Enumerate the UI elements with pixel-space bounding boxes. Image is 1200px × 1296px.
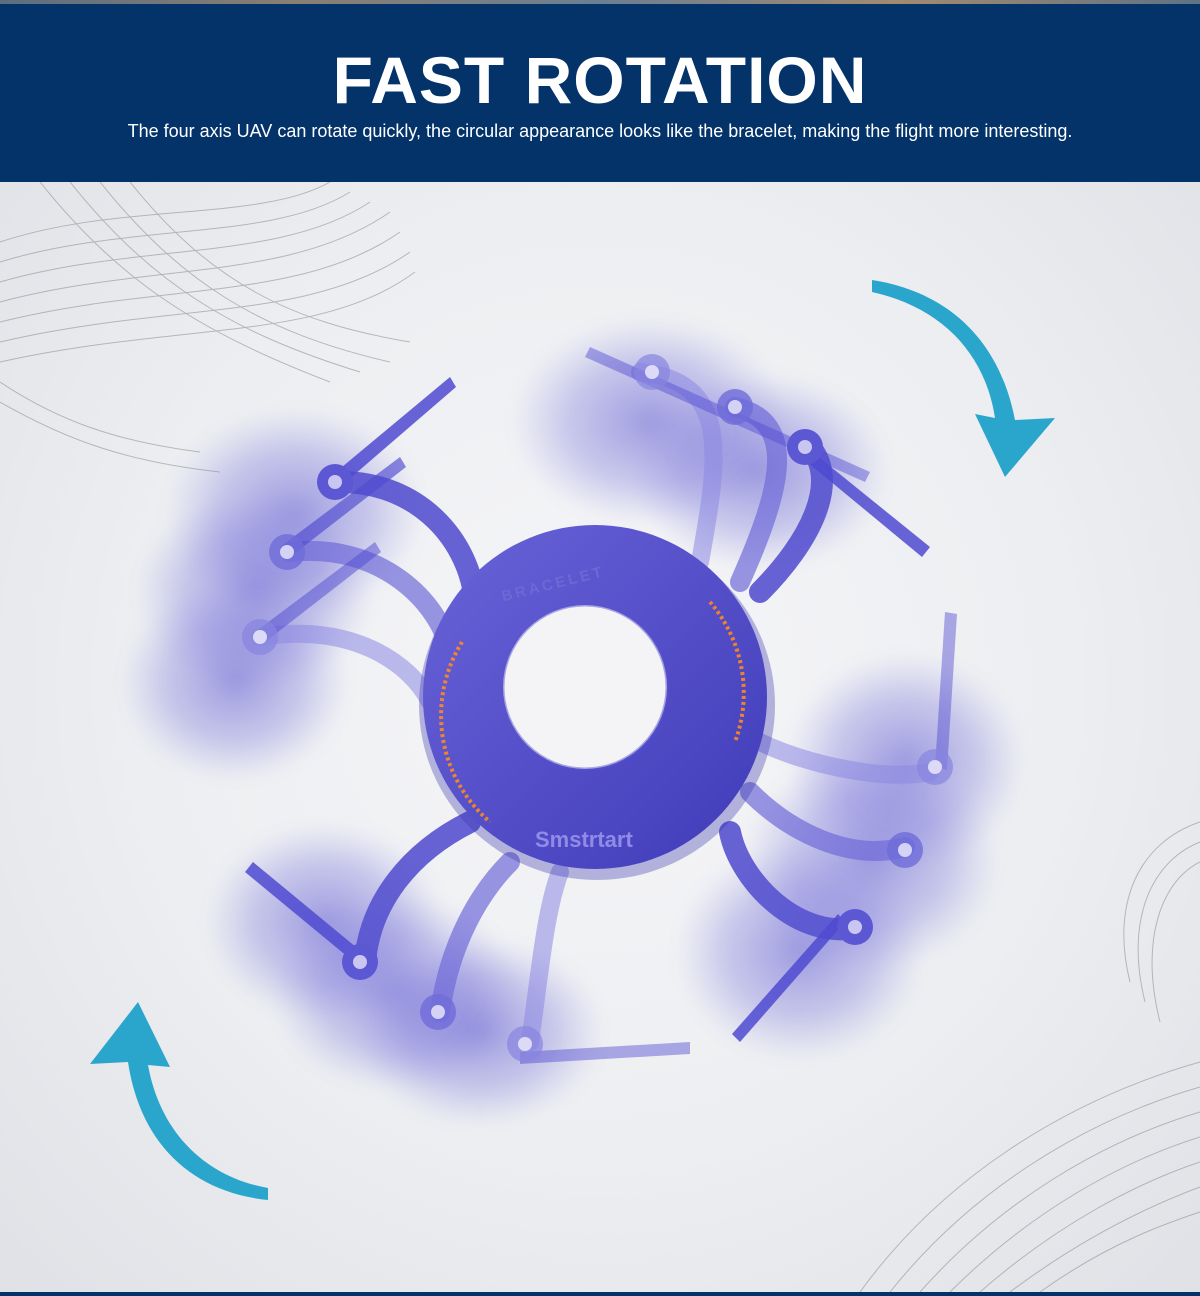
wire-mesh-decoration-left	[0, 182, 416, 473]
propeller-motor-icon	[342, 944, 378, 980]
propeller-motor-icon	[242, 619, 278, 655]
propeller-motor-icon	[269, 534, 305, 570]
propeller-motor-icon	[420, 994, 456, 1030]
bracelet-ring: BRACELET Smstrtart	[419, 525, 775, 880]
header-banner: FAST ROTATION The four axis UAV can rota…	[0, 4, 1200, 182]
propeller-motor-icon	[837, 909, 873, 945]
propeller-motor-icon	[634, 354, 670, 390]
page-subtitle: The four axis UAV can rotate quickly, th…	[127, 121, 1073, 141]
product-scene: BRACELET Smstrtart	[0, 182, 1200, 1292]
propeller-motor-icon	[507, 1026, 543, 1062]
propeller-motor-icon	[787, 429, 823, 465]
propeller-motor-icon	[917, 749, 953, 785]
rotation-arrow-top-right	[872, 280, 1055, 477]
propeller-motor-icon	[887, 832, 923, 868]
propeller-motor-icon	[317, 464, 353, 500]
bottom-bar	[0, 1292, 1200, 1296]
product-illustration: BRACELET Smstrtart	[0, 182, 1200, 1292]
wire-mesh-decoration-right	[859, 821, 1200, 1292]
brand-logo: Smstrtart	[535, 827, 633, 852]
motor-hubs	[242, 354, 953, 1062]
rotation-arrow-bottom-left	[90, 1002, 268, 1200]
page-title: FAST ROTATION	[332, 43, 868, 117]
propeller-motor-icon	[717, 389, 753, 425]
top-photo-strip	[0, 0, 1200, 4]
